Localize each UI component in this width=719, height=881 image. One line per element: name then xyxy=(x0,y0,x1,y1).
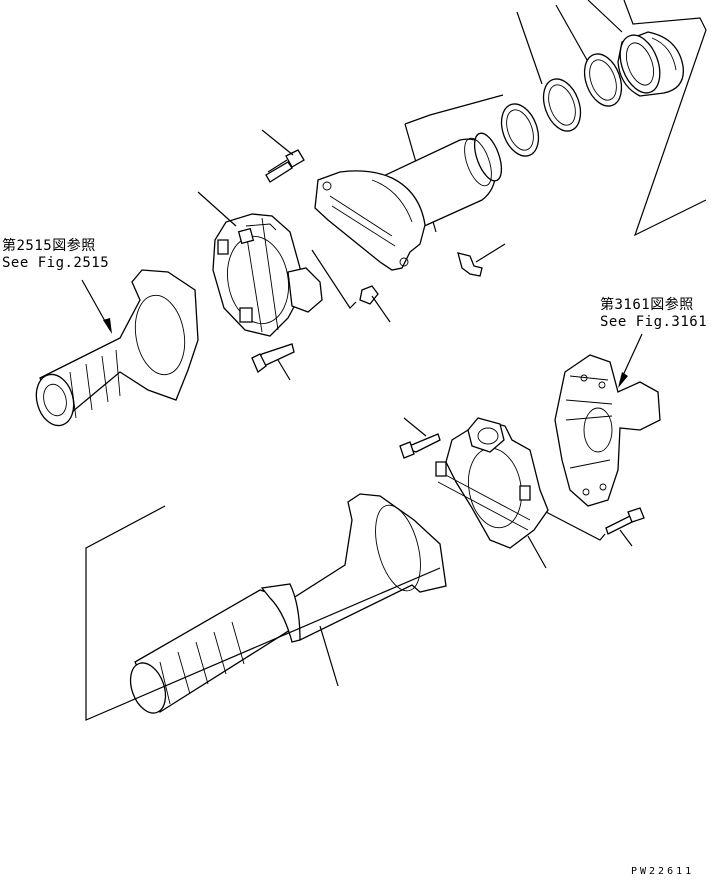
bearing-cup xyxy=(613,30,684,99)
lower-left-bracket xyxy=(86,506,440,720)
bolt-lower-left xyxy=(252,344,294,380)
upper-right-leaders xyxy=(405,0,706,235)
bolt-top xyxy=(262,130,304,182)
reference-jp-3161: 第3161図参照 xyxy=(600,297,694,313)
cross-spider-upper xyxy=(198,192,322,336)
reference-en-2515: See Fig.2515 xyxy=(2,255,110,271)
grease-fitting-upper xyxy=(458,244,505,276)
reference-en-3161: See Fig.3161 xyxy=(600,314,708,330)
drawing-code: PW22611 xyxy=(631,866,695,877)
cross-spider-lower xyxy=(436,418,548,568)
shim-ring-large xyxy=(578,49,628,111)
bolt-far-right xyxy=(546,508,644,546)
reference-label-fig2515: 第2515図参照 See Fig.2515 xyxy=(2,238,109,272)
shim-ring-medium xyxy=(537,74,587,136)
shim-ring-small xyxy=(495,99,545,161)
upper-tube-yoke xyxy=(315,130,507,270)
grease-fitting-middle xyxy=(312,250,390,322)
right-yoke-flange xyxy=(555,334,660,506)
lower-shaft-yoke xyxy=(124,494,446,718)
upper-splined-yoke xyxy=(31,270,198,430)
reference-label-fig3161: 第3161図参照 See Fig.3161 xyxy=(600,297,707,331)
bolt-mid-right xyxy=(400,418,440,458)
reference-jp-2515: 第2515図参照 xyxy=(2,238,96,254)
